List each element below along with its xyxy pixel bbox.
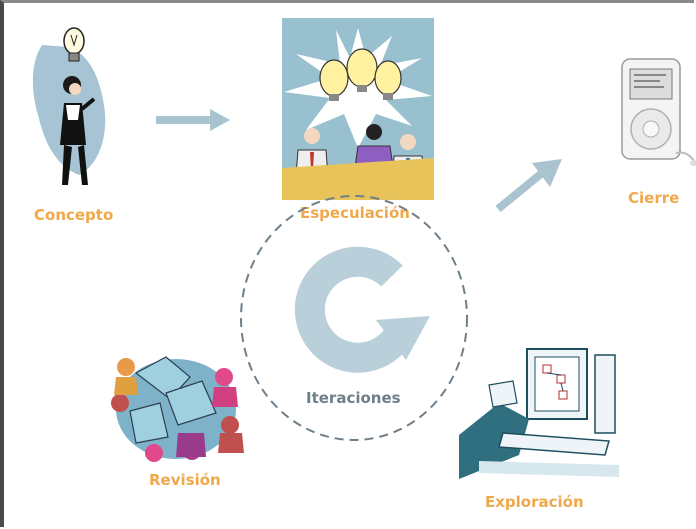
center-label-iteraciones: Iteraciones <box>306 389 401 407</box>
arrow-right-icon <box>156 109 230 131</box>
group-discussion-icon <box>111 356 244 462</box>
node-label-exploracion: Exploración <box>485 493 584 511</box>
node-label-revision: Revisión <box>149 471 221 489</box>
node-label-concepto: Concepto <box>34 206 114 224</box>
team-meeting-lightbulbs-icon <box>282 18 434 200</box>
person-with-lightbulb-icon <box>32 27 106 185</box>
cycle-arrow-icon <box>294 246 430 373</box>
node-label-especulacion: Especulación <box>300 204 410 222</box>
music-player-icon <box>621 58 696 166</box>
computer-workstation-icon <box>459 348 619 479</box>
iteration-dashed-circle <box>240 195 468 441</box>
node-label-cierre: Cierre <box>628 189 680 207</box>
arrow-diagonal-icon <box>495 159 562 213</box>
